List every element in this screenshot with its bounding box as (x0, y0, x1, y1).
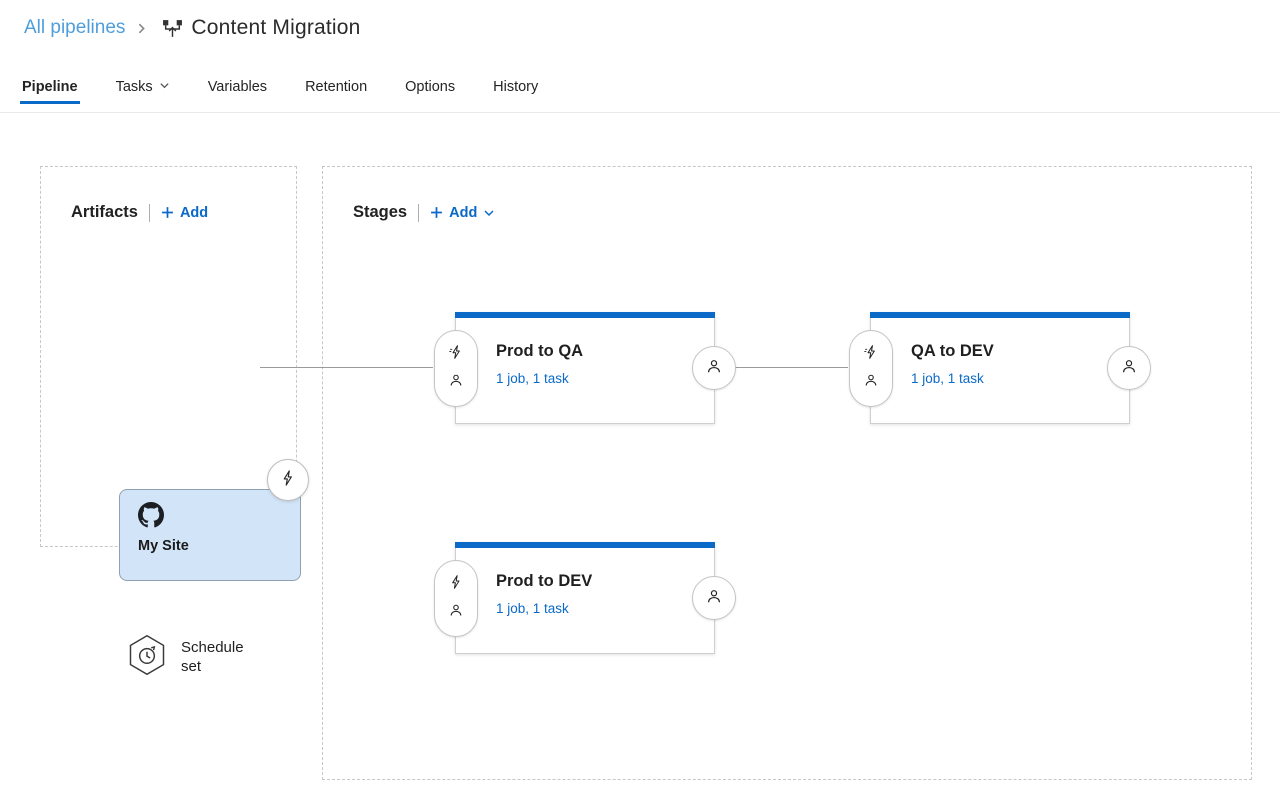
tab-variables[interactable]: Variables (207, 79, 268, 95)
tab-tasks[interactable]: Tasks (114, 70, 172, 104)
tab-history[interactable]: History (493, 79, 539, 95)
post-deployment-conditions-badge[interactable] (692, 346, 736, 390)
chevron-right-icon (135, 22, 148, 35)
plus-icon (430, 206, 443, 219)
add-stage-button[interactable]: Add (430, 205, 495, 221)
stage-name: QA to DEV (911, 342, 994, 360)
continuous-deployment-trigger-badge[interactable] (267, 459, 309, 501)
breadcrumb: All pipelines Content Migration (24, 12, 361, 44)
tab-bar: Pipeline Tasks Variables Retention Optio… (20, 70, 540, 104)
page-title: Content Migration (191, 16, 361, 39)
lightning-icon (448, 344, 464, 365)
stage-status-bar (455, 542, 715, 548)
connector-artifact-to-prod-to-qa (260, 367, 433, 368)
pre-deployment-conditions-badge[interactable] (849, 330, 893, 407)
scheduled-release-trigger[interactable]: Schedule set (125, 633, 265, 682)
tab-pipeline[interactable]: Pipeline (20, 70, 80, 104)
github-icon (138, 502, 164, 533)
artifacts-panel: Artifacts Add My Site (40, 166, 309, 676)
artifacts-panel-header: Artifacts Add (71, 203, 208, 222)
tab-bar-divider (0, 112, 1280, 113)
lightning-icon (279, 469, 297, 492)
plus-icon (161, 206, 174, 219)
schedule-set-label: Schedule set (181, 638, 244, 675)
person-icon (1120, 357, 1138, 380)
stages-title: Stages (353, 203, 408, 221)
add-artifact-button[interactable]: Add (161, 205, 208, 221)
person-icon (448, 372, 464, 393)
person-icon (448, 602, 464, 623)
stage-status-bar (870, 312, 1130, 318)
header-divider (418, 203, 420, 222)
pre-deployment-conditions-badge[interactable] (434, 330, 478, 407)
stages-panel: Stages Add (322, 166, 1252, 780)
person-icon (863, 372, 879, 393)
release-pipeline-icon (162, 18, 183, 39)
stage-jobs-link[interactable]: 1 job, 1 task (911, 371, 984, 386)
lightning-icon (863, 344, 879, 365)
chevron-down-icon (483, 207, 495, 219)
breadcrumb-all-pipelines-link[interactable]: All pipelines (24, 17, 126, 38)
artifact-name: My Site (138, 538, 189, 554)
artifact-card-my-site[interactable]: My Site (119, 459, 309, 581)
tab-options[interactable]: Options (405, 79, 456, 95)
post-deployment-conditions-badge[interactable] (1107, 346, 1151, 390)
person-icon (705, 357, 723, 380)
stage-jobs-link[interactable]: 1 job, 1 task (496, 371, 569, 386)
stage-name: Prod to DEV (496, 572, 593, 590)
person-icon (705, 587, 723, 610)
stage-card-prod-to-dev[interactable]: Prod to DEV 1 job, 1 task (434, 542, 736, 654)
artifacts-title: Artifacts (71, 203, 138, 221)
connector-prod-to-qa-to-qa-to-dev (715, 367, 848, 368)
stage-status-bar (455, 312, 715, 318)
stage-card-prod-to-qa[interactable]: Prod to QA 1 job, 1 task (434, 312, 736, 424)
schedule-hexagon-icon (125, 633, 169, 682)
stages-panel-header: Stages Add (353, 203, 495, 222)
stage-card-qa-to-dev[interactable]: QA to DEV 1 job, 1 task (849, 312, 1151, 424)
stage-jobs-link[interactable]: 1 job, 1 task (496, 601, 569, 616)
pre-deployment-conditions-badge[interactable] (434, 560, 478, 637)
lightning-icon (448, 574, 464, 595)
header-divider (148, 203, 150, 222)
chevron-down-icon (159, 79, 170, 95)
post-deployment-conditions-badge[interactable] (692, 576, 736, 620)
tab-retention[interactable]: Retention (305, 79, 368, 95)
stage-name: Prod to QA (496, 342, 584, 360)
